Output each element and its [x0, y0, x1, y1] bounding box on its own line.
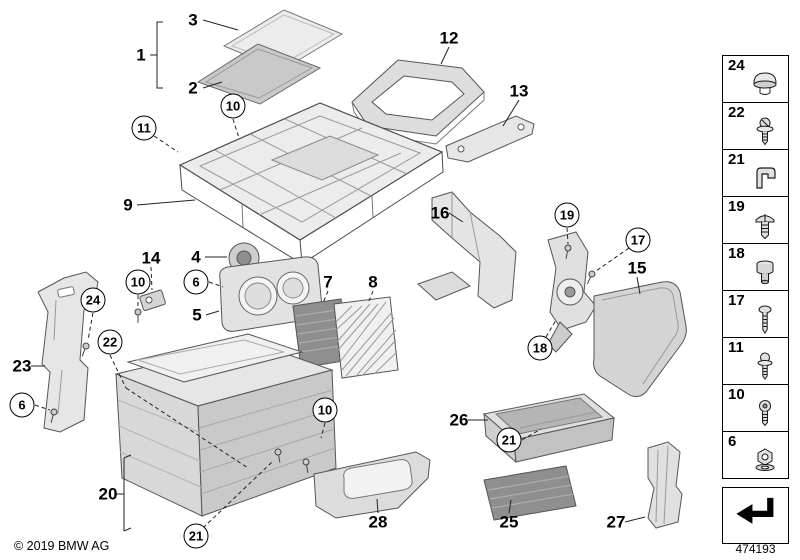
- torx-screw-icon: [749, 398, 781, 430]
- pan-screw-icon: [749, 210, 781, 242]
- flange-nut-icon: [749, 445, 781, 477]
- callout-circled-22[interactable]: 22: [97, 329, 123, 355]
- part-rear-trim-28: [313, 451, 431, 519]
- legend-number: 6: [728, 433, 737, 450]
- part-latch-14: [139, 289, 166, 311]
- callout-26[interactable]: 26: [449, 410, 469, 430]
- part-rear-bracket-27: [647, 441, 683, 529]
- callout-2[interactable]: 2: [188, 78, 198, 98]
- legend-cell-22[interactable]: 22: [722, 102, 789, 150]
- callout-3[interactable]: 3: [188, 10, 198, 30]
- leader-lines: [31, 19, 646, 532]
- long-screw-icon: [749, 304, 781, 336]
- legend-cell-17[interactable]: 17: [722, 290, 789, 338]
- callout-9[interactable]: 9: [123, 195, 133, 215]
- legend-number: 11: [728, 339, 744, 356]
- spring-clip-icon: [749, 163, 781, 195]
- legend-cell-19[interactable]: 19: [722, 196, 789, 244]
- callout-circled-6[interactable]: 6: [183, 269, 209, 295]
- part-hinge-mechanism: [547, 231, 597, 353]
- legend-cell-11[interactable]: 11: [722, 337, 789, 385]
- callout-25[interactable]: 25: [499, 512, 519, 532]
- washer-screw-icon: [749, 351, 781, 383]
- legend-number: 10: [728, 386, 745, 403]
- callout-circled-21[interactable]: 21: [496, 427, 522, 453]
- callout-circled-10[interactable]: 10: [312, 397, 338, 423]
- part-mounting-bracket-13: [445, 115, 535, 163]
- callout-8[interactable]: 8: [368, 272, 378, 292]
- legend-cell-18[interactable]: 18: [722, 243, 789, 291]
- legend-number: 21: [728, 151, 745, 168]
- callout-circled-21[interactable]: 21: [183, 523, 209, 549]
- copyright-text: © 2019 BMW AG: [14, 539, 110, 553]
- callout-7[interactable]: 7: [323, 272, 333, 292]
- legend-number: 24: [728, 57, 745, 74]
- callout-14[interactable]: 14: [141, 248, 161, 268]
- callout-5[interactable]: 5: [192, 305, 202, 325]
- spacer-sleeve-icon: [749, 257, 781, 289]
- callout-20[interactable]: 20: [98, 484, 118, 504]
- callout-circled-17[interactable]: 17: [625, 227, 651, 253]
- part-side-trim-panel: [593, 281, 687, 398]
- callout-23[interactable]: 23: [12, 356, 32, 376]
- diagram-number: 474193: [735, 542, 776, 556]
- legend-number: 17: [728, 292, 745, 309]
- direction-symbol-box[interactable]: [722, 487, 789, 544]
- legend-cell-10[interactable]: 10: [722, 384, 789, 432]
- callout-28[interactable]: 28: [368, 512, 388, 532]
- callout-circled-11[interactable]: 11: [131, 115, 157, 141]
- callout-4[interactable]: 4: [191, 247, 201, 267]
- legend-cell-6[interactable]: 6: [722, 431, 789, 479]
- callout-13[interactable]: 13: [509, 81, 529, 101]
- callout-1[interactable]: 1: [136, 45, 146, 65]
- legend-cell-21[interactable]: 21: [722, 149, 789, 197]
- callout-circled-10[interactable]: 10: [125, 269, 151, 295]
- part-rubber-mat-25: [483, 465, 577, 521]
- screw-washer-icon: [749, 116, 781, 148]
- legend-cell-24[interactable]: 24: [722, 55, 789, 103]
- callout-15[interactable]: 15: [627, 258, 647, 278]
- trim-cap-icon: [749, 69, 781, 101]
- callout-16[interactable]: 16: [430, 203, 450, 223]
- part-mesh-mat-8: [333, 296, 399, 379]
- part-console-body: [114, 333, 337, 517]
- legend-number: 22: [728, 104, 745, 121]
- part-side-bracket-left: [37, 271, 99, 433]
- legend-number: 18: [728, 245, 745, 262]
- legend-number: 19: [728, 198, 745, 215]
- callout-circled-10[interactable]: 10: [220, 93, 246, 119]
- callout-circled-6[interactable]: 6: [9, 392, 35, 418]
- fastener-glyphs: [50, 244, 596, 473]
- installation-direction-icon: [731, 492, 781, 539]
- callout-12[interactable]: 12: [439, 28, 459, 48]
- part-carrier-frame: [178, 102, 444, 265]
- callout-27[interactable]: 27: [606, 512, 626, 532]
- callout-circled-24[interactable]: 24: [80, 287, 106, 313]
- callout-circled-18[interactable]: 18: [527, 335, 553, 361]
- callout-circled-19[interactable]: 19: [554, 202, 580, 228]
